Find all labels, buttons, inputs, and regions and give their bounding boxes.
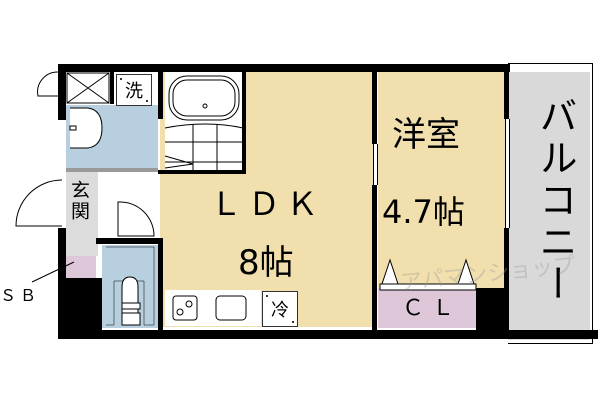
toilet-icon (106, 246, 155, 326)
wall-western-balcony (504, 64, 509, 119)
wall-toilet-top (96, 238, 162, 244)
balcony-label: バルコニー (533, 96, 577, 306)
ldk-size: 8帖 (238, 243, 294, 283)
wall-laundry-box (110, 64, 114, 104)
wall-bottom (58, 330, 598, 339)
storage-cross-icon (66, 72, 110, 104)
room-shoebox (66, 256, 96, 278)
entrance-door-icon (15, 179, 63, 227)
fridge-tag: 冷 (262, 291, 298, 327)
ldk-name: ＬＤＫ (210, 185, 325, 223)
wall-wash-bottom (66, 168, 158, 172)
wall-wash-right (158, 64, 163, 119)
wall-left (58, 64, 66, 120)
bathtub-icon (164, 75, 244, 170)
western-room-name: 洋室 (392, 115, 460, 155)
washer-label: 洗 (125, 81, 143, 102)
wall-bath-right (242, 64, 246, 174)
room-western (378, 70, 506, 290)
closet-doors-icon (379, 258, 477, 291)
washroom-door-icon (37, 71, 59, 97)
toilet-door-icon (117, 201, 155, 237)
wall-ldk-western (372, 64, 377, 144)
shoebox-pointer (31, 261, 75, 283)
shoebox-label: ＳＢ (0, 286, 41, 305)
wall-bath-bottom (158, 170, 246, 174)
wall-western-balcony-low (504, 228, 509, 333)
washbasin-icon (69, 107, 103, 149)
entrance-label: 玄関 (68, 180, 90, 222)
room-closet (378, 288, 476, 328)
window-ldk-western (373, 144, 378, 185)
stove-icon (172, 295, 247, 321)
wall-left-block (58, 278, 102, 334)
fridge-label: 冷 (271, 300, 289, 321)
washer-tag: 洗 (116, 74, 152, 106)
room-balcony (508, 72, 590, 340)
closet-label: ＣＬ (402, 296, 463, 321)
balcony-railing (508, 63, 593, 344)
western-room-size: 4.7帖 (382, 193, 465, 231)
wall-top (58, 64, 510, 72)
wall-ldk-western-low (372, 185, 377, 335)
window-western-balcony (505, 119, 510, 228)
wall-closet-dark (476, 288, 508, 334)
wall-toilet-right (158, 238, 163, 334)
room-entrance (66, 172, 98, 256)
